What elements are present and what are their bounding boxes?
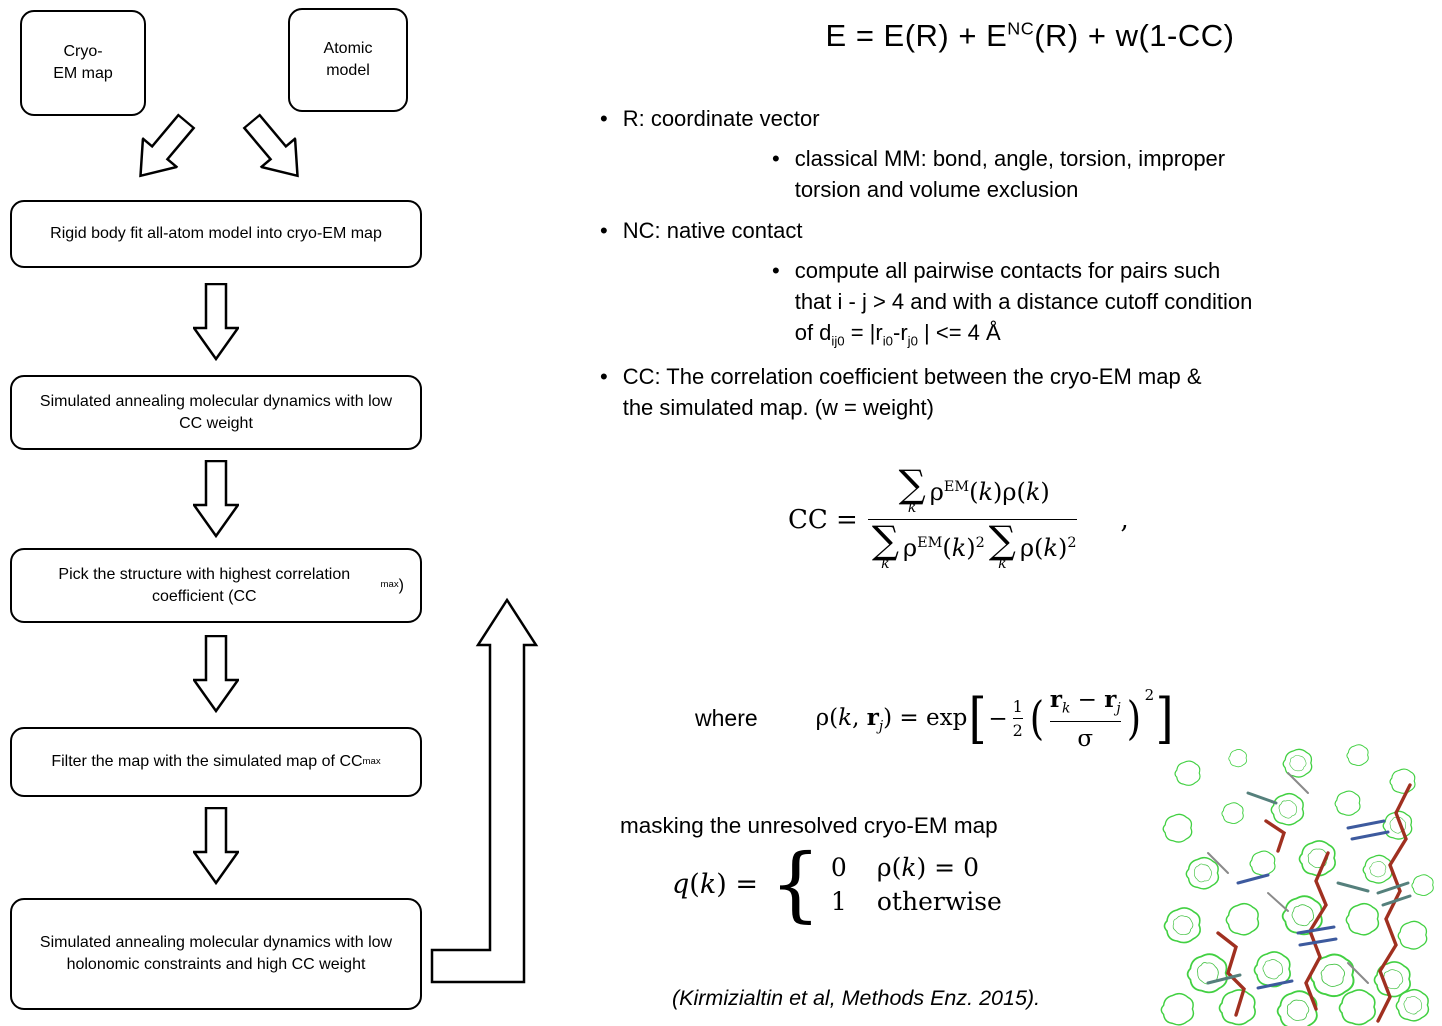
cc-numerator: ρEM(k)ρ(k) — [929, 477, 1050, 506]
sum-symbol: ∑ k — [898, 462, 926, 517]
bullet-text: compute all pairwise contacts for pairs … — [794, 257, 1253, 349]
bullet-cc-correlation: • CC: The correlation coefficient betwee… — [600, 361, 1442, 423]
bullet-dot: • — [772, 146, 780, 172]
loop-arrow-icon — [430, 597, 539, 984]
bullet-list: • R: coordinate vector • classical MM: b… — [600, 103, 1442, 432]
bullet-text: R: coordinate vector — [622, 106, 820, 131]
open-paren: ( — [1029, 691, 1045, 746]
citation: (Kirmizialtin et al, Methods Enz. 2015). — [672, 986, 1041, 1010]
mask-equation: q(k) = { 0 ρ(k) = 0 1 otherwise — [672, 836, 1002, 931]
down-arrow-icon — [193, 283, 239, 361]
flow-box-cryo-em-map: Cryo-EM map — [20, 10, 146, 116]
mask-equation-lhs: q(k) = — [672, 868, 758, 900]
flow-step-sa-md-low-cc: Simulated annealing molecular dynamics w… — [10, 375, 422, 450]
case-rows: 0 ρ(k) = 0 1 otherwise — [831, 853, 1002, 916]
case-row: 0 ρ(k) = 0 — [830, 852, 979, 882]
energy-equation: E = E(R) + ENC(R) + w(1-CC) — [825, 18, 1235, 53]
curly-brace: { — [769, 836, 821, 931]
rk-rj-fraction: rk − rj σ — [1049, 686, 1121, 752]
cc-equation-lhs: CC = — [788, 504, 858, 535]
bullet-text: NC: native contact — [622, 217, 803, 243]
fraction-bar — [867, 519, 1077, 521]
down-arrow-icon — [193, 807, 239, 885]
cc-fraction: ∑ k ρEM(k)ρ(k) ∑ k ρEM(k)2 ∑ k ρ(k)2 — [867, 462, 1077, 573]
minus-sign: − — [988, 705, 1008, 732]
rho-equation-lhs: ρ(k, rj) = exp — [815, 703, 968, 735]
bullet-text: CC: The correlation coefficient between … — [622, 363, 1202, 420]
bullet-dot: • — [772, 257, 780, 283]
bullet-dot: • — [600, 217, 608, 243]
equation-comma: , — [1120, 504, 1129, 535]
bullet-pairwise-contacts: • compute all pairwise contacts for pair… — [772, 255, 1442, 352]
sum-symbol: ∑ k — [988, 518, 1016, 573]
close-bracket: ] — [1155, 686, 1174, 750]
rho-equation: ρ(k, rj) = exp [ − 1 2 ( rk − rj σ ) 2 ] — [816, 686, 1176, 752]
diagonal-arrow-left-icon — [139, 113, 196, 178]
flow-step-pick-structure: Pick the structure with highest correlat… — [10, 548, 422, 623]
masking-label: masking the unresolved cryo-EM map — [620, 813, 998, 838]
flow-step-sa-md-high-cc: Simulated annealing molecular dynamics w… — [10, 898, 422, 1010]
bullet-text: classical MM: bond, angle, torsion, impr… — [794, 146, 1226, 203]
case-row: 1 otherwise — [830, 886, 1002, 916]
bullet-r-coordinate: • R: coordinate vector — [600, 103, 1442, 134]
one-half-fraction: 1 2 — [1012, 697, 1023, 741]
close-paren: ) — [1126, 691, 1141, 746]
bullet-dot: • — [600, 106, 608, 131]
cc-denominator-term1: ρEM(k)2 — [902, 533, 985, 562]
flow-step-filter-map: Filter the map with the simulated map of… — [10, 727, 422, 797]
exponent-2: 2 — [1144, 685, 1155, 704]
down-arrow-icon — [193, 460, 239, 538]
cc-equation: CC = ∑ k ρEM(k)ρ(k) ∑ k ρEM(k)2 ∑ k — [788, 462, 1129, 573]
flow-step-rigid-body-fit: Rigid body fit all-atom model into cryo-… — [10, 200, 422, 268]
bullet-nc-native-contact: • NC: native contact — [600, 215, 1442, 246]
bullet-classical-mm: • classical MM: bond, angle, torsion, im… — [772, 143, 1442, 205]
down-arrow-icon — [193, 635, 239, 713]
where-label: where — [695, 705, 758, 732]
cc-denominator-term2: ρ(k)2 — [1019, 533, 1077, 562]
diagonal-arrow-right-icon — [242, 113, 299, 178]
where-row: where ρ(k, rj) = exp [ − 1 2 ( rk − rj σ… — [695, 686, 1175, 752]
sum-symbol: ∑ k — [871, 518, 899, 573]
molecule-density-image — [1160, 744, 1434, 1026]
bullet-dot: • — [600, 363, 608, 389]
open-bracket: [ — [968, 686, 987, 750]
